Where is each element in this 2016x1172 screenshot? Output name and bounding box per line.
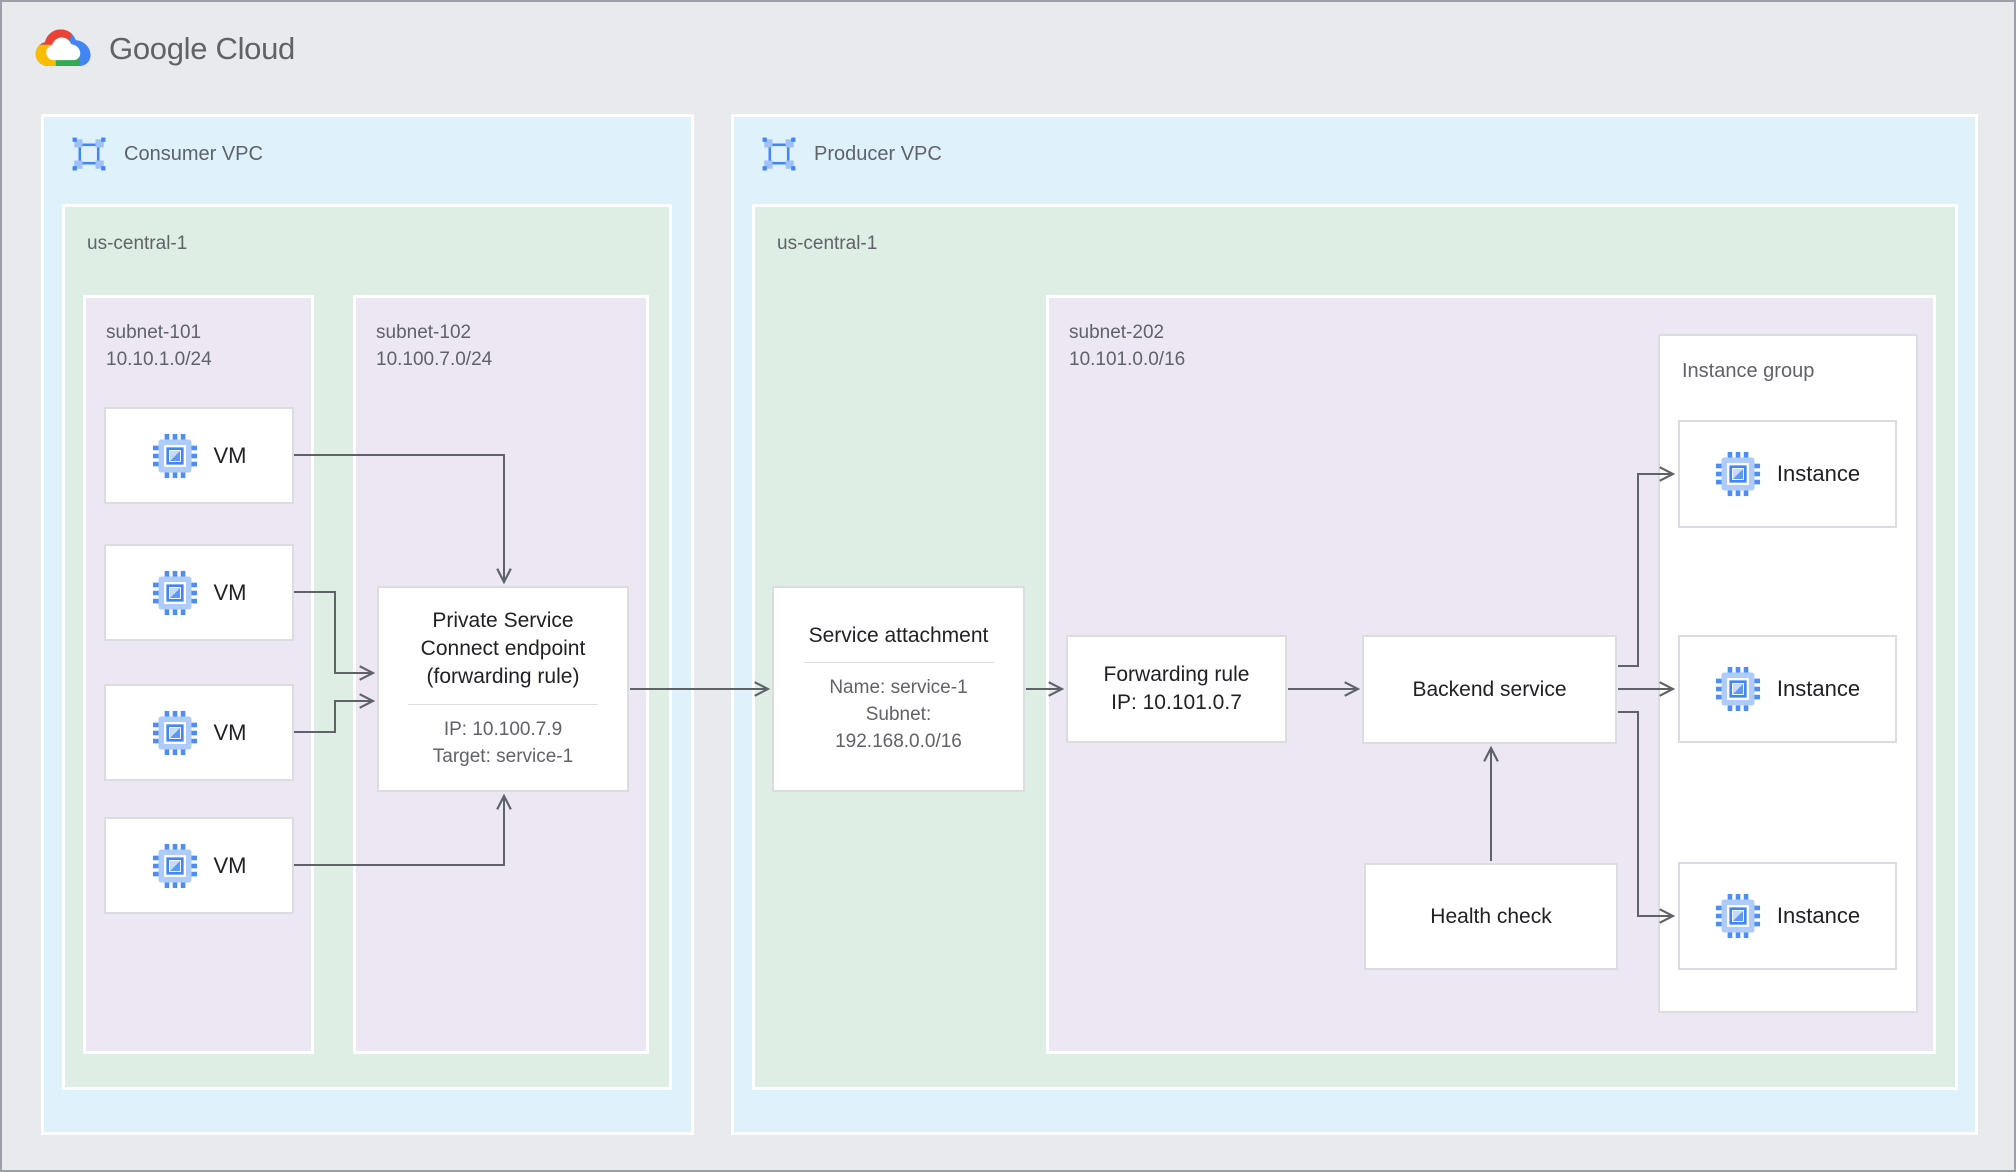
instance-label: Instance (1776, 903, 1861, 928)
service-attachment-details: Name: service-1 Subnet: 192.168.0.0/16 (829, 675, 967, 756)
subnet-202-cidr: 10.101.0.0/16 (1069, 348, 1186, 370)
psc-target: Target: service-1 (432, 745, 574, 767)
compute-chip-icon (1715, 893, 1761, 939)
divider (803, 662, 994, 664)
subnet-102-cidr: 10.100.7.0/24 (376, 348, 493, 370)
health-check-label: Health check (1430, 904, 1552, 928)
subnet-101-label: subnet-101 10.10.1.0/24 (86, 298, 311, 373)
sa-name: Name: service-1 (829, 677, 968, 699)
service-attachment-title: Service attachment (808, 623, 989, 647)
forwarding-rule-line1: Forwarding rule (1103, 663, 1250, 687)
instance-node-3: Instance (1678, 862, 1897, 970)
vpc-network-icon (762, 137, 796, 171)
psc-title-line2: Connect endpoint (420, 637, 586, 661)
forwarding-rule-line2: IP: 10.101.0.7 (1111, 691, 1242, 714)
google-cloud-icon (33, 24, 94, 73)
vm-label: VM (213, 719, 247, 745)
forwarding-rule-node: Forwarding rule IP: 10.101.0.7 (1066, 635, 1287, 743)
service-attachment-node: Service attachment Name: service-1 Subne… (772, 586, 1025, 792)
subnet-102-name: subnet-102 (376, 322, 472, 343)
divider (408, 703, 598, 705)
compute-chip-icon (152, 843, 198, 889)
compute-chip-icon (152, 570, 198, 616)
psc-title-line3: (forwarding rule) (426, 664, 580, 688)
psc-endpoint-node: Private Service Connect endpoint (forwar… (377, 586, 629, 792)
backend-service-node: Backend service (1362, 635, 1617, 744)
instance-node-2: Instance (1678, 635, 1897, 743)
subnet-101-cidr: 10.10.1.0/24 (106, 348, 212, 370)
backend-service-label: Backend service (1412, 677, 1567, 701)
vm-node-2: VM (104, 544, 294, 641)
compute-chip-icon (1715, 451, 1761, 497)
vm-node-1: VM (104, 407, 294, 504)
google-cloud-logo-text: Google Cloud (109, 30, 295, 66)
psc-title-line1: Private Service (432, 609, 574, 633)
google-cloud-logo: Google Cloud (33, 24, 295, 73)
psc-endpoint-title: Private Service Connect endpoint (forwar… (421, 607, 586, 690)
vm-label: VM (213, 442, 247, 468)
producer-vpc-label: Producer VPC (814, 142, 942, 165)
subnet-101-name: subnet-101 (106, 322, 202, 343)
compute-chip-icon (152, 710, 198, 756)
psc-ip: IP: 10.100.7.9 (443, 718, 563, 740)
vm-node-4: VM (104, 817, 294, 914)
vm-label: VM (213, 579, 247, 605)
instance-node-1: Instance (1678, 420, 1897, 528)
vm-label: VM (213, 852, 247, 878)
instance-group-container: Instance group Instance Instance Instanc… (1658, 334, 1918, 1013)
health-check-node: Health check (1364, 863, 1618, 970)
compute-chip-icon (1715, 666, 1761, 712)
vm-node-3: VM (104, 684, 294, 781)
subnet-202-label: subnet-202 10.101.0.0/16 (1049, 298, 1933, 373)
psc-endpoint-details: IP: 10.100.7.9 Target: service-1 (433, 717, 573, 771)
vpc-network-icon (72, 137, 106, 171)
subnet-102-label: subnet-102 10.100.7.0/24 (356, 298, 646, 373)
producer-region-label: us-central-1 (777, 233, 878, 254)
consumer-vpc-label: Consumer VPC (124, 142, 263, 165)
producer-vpc-header: Producer VPC (734, 117, 1975, 171)
sa-subnet-value: 192.168.0.0/16 (835, 731, 962, 753)
instance-label: Instance (1776, 676, 1861, 701)
consumer-region-label: us-central-1 (87, 233, 188, 254)
sa-subnet-label: Subnet: (865, 704, 932, 726)
instance-label: Instance (1776, 461, 1861, 486)
subnet-202-name: subnet-202 (1069, 322, 1165, 343)
compute-chip-icon (152, 433, 198, 479)
instance-group-label: Instance group (1682, 360, 1815, 382)
consumer-vpc-header: Consumer VPC (44, 117, 691, 171)
